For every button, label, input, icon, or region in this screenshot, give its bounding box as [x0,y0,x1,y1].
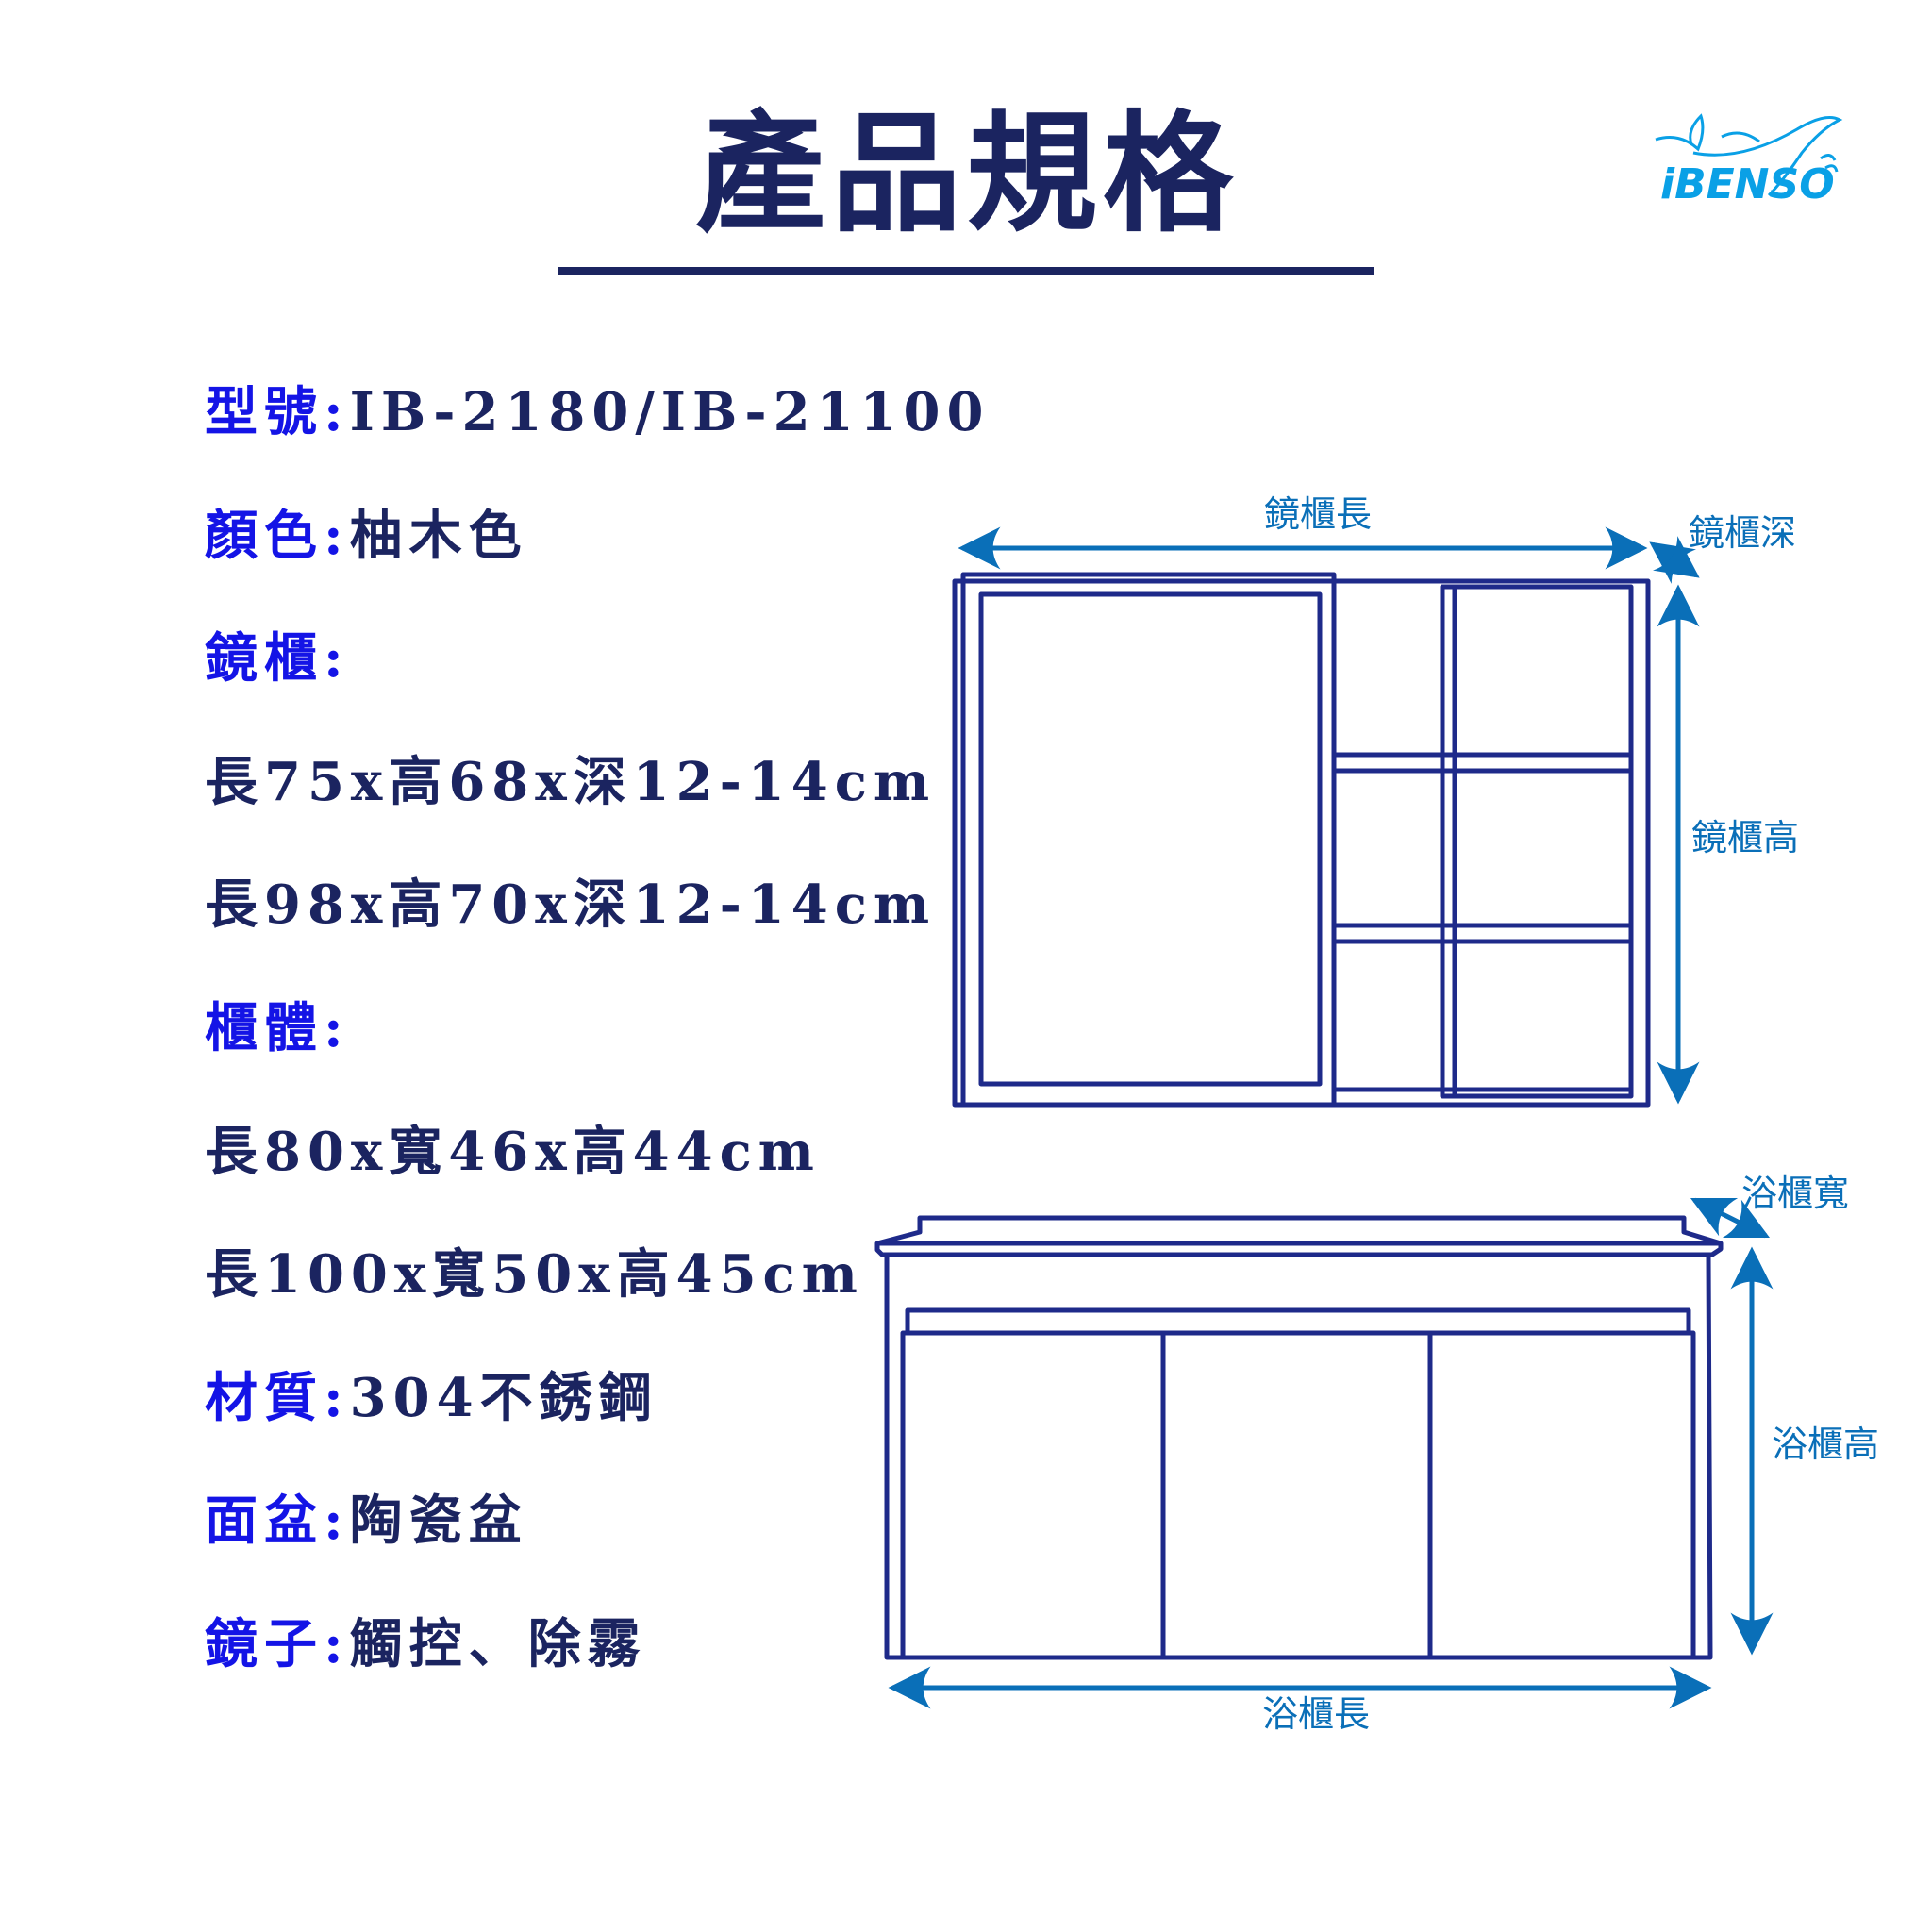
mirror-cabinet-drawing [952,572,1651,1108]
spec-row: 長80x寬46x高44cm [205,1109,821,1186]
vanity-height-label: 浴櫃高 [1772,1424,1879,1465]
spec-label: 鏡櫃: [205,627,350,691]
spec-row: 櫃體: [205,986,350,1062]
title-underline [558,267,1374,275]
vanity-cabinet-drawing [874,1215,1724,1660]
mirror-depth-arrow [1649,536,1700,584]
spec-row: 面盆:陶瓷盆 [205,1478,528,1555]
spec-value: 304不銹鋼 [349,1366,658,1429]
spec-value: 長80x寬46x高44cm [205,1120,821,1183]
spec-label: 面盆: [205,1490,350,1553]
spec-row: 顏色:柚木色 [205,493,528,570]
spec-label: 櫃體: [205,997,350,1059]
vanity-width-arrow [1690,1197,1771,1239]
spec-value: 觸控、除霧 [349,1613,647,1675]
spec-row: 型號:IB-2180/IB-21100 [205,370,990,446]
spec-row: 長75x高68x深12-14cm [205,740,936,816]
vanity-width-label: 浴櫃寬 [1741,1173,1849,1214]
spec-row: 長100x寬50x高45cm [205,1232,864,1308]
spec-value: 長98x高70x深12-14cm [205,874,937,937]
spec-value: 長75x高68x深12-14cm [205,750,937,813]
spec-row: 鏡子:觸控、除霧 [205,1602,647,1678]
mirror-depth-label: 鏡櫃深 [1689,512,1796,554]
spec-value: 柚木色 [349,504,528,567]
spec-label: 材質: [205,1366,350,1429]
spec-row: 長98x高70x深12-14cm [205,862,936,939]
spec-label: 鏡子: [205,1613,350,1675]
vanity-length-label: 浴櫃長 [1262,1693,1370,1735]
spec-label: 型號: [205,381,350,443]
mirror-height-label: 鏡櫃高 [1691,817,1799,858]
mirror-length-label: 鏡櫃長 [1264,493,1372,535]
page-title: 產品規格 [694,96,1239,250]
spec-row: 材質:304不銹鋼 [205,1356,658,1432]
spec-value: IB-2180/IB-21100 [349,381,991,443]
spec-value: 長100x寬50x高45cm [205,1243,864,1307]
spec-row: 鏡櫃: [205,616,350,692]
spec-value: 陶瓷盆 [349,1490,528,1553]
spec-label: 顏色: [205,504,350,567]
